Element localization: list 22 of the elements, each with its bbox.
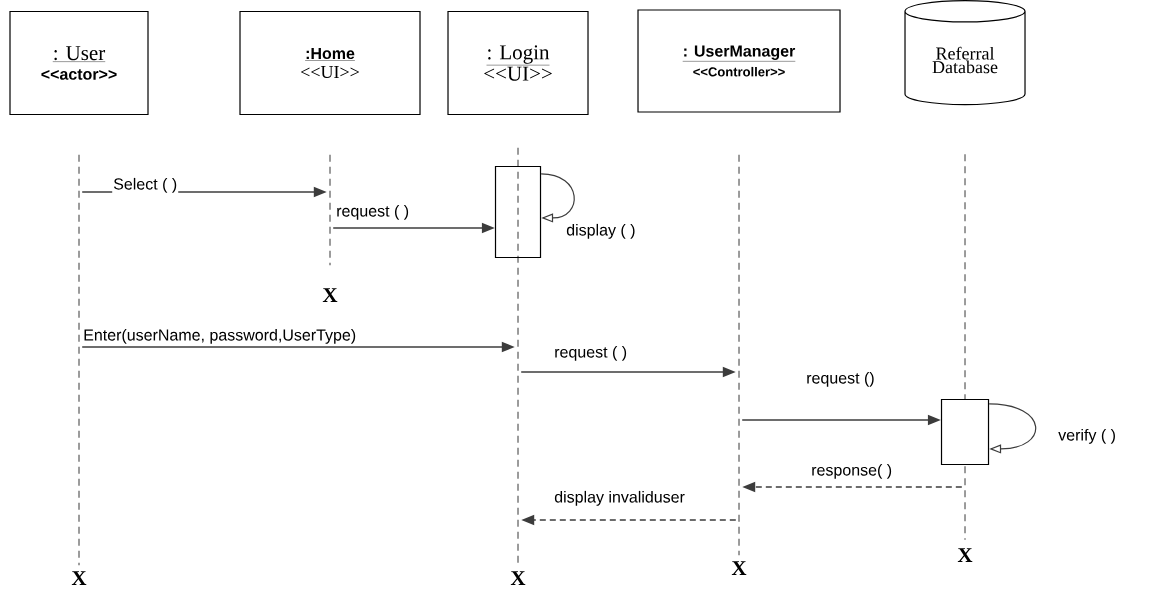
destruction-mark: X: [322, 288, 338, 302]
object-box: : UserManager <<Controller>>: [637, 9, 841, 113]
self-message-arrow: [988, 403, 1037, 454]
message-label: request ( ): [335, 203, 411, 221]
message-label: Enter(userName, password,UserType): [82, 327, 358, 345]
message-label: request (): [805, 370, 876, 388]
lifeline: [738, 154, 740, 556]
database-cylinder: Referral Database: [904, 0, 1026, 106]
lifeline: [329, 154, 331, 266]
message-label: response( ): [810, 462, 894, 480]
self-message-arrow: [540, 173, 575, 223]
message-label: verify ( ): [1057, 427, 1117, 445]
object-box: : User <<actor>>: [9, 10, 149, 116]
object-box: :Home <<UI>>: [239, 10, 421, 116]
message-label: display ( ): [565, 222, 637, 240]
object-box: : Login <<UI>>: [447, 10, 589, 116]
message-label: Select ( ): [112, 176, 179, 194]
lifeline: [78, 154, 80, 566]
activation-bar: [940, 398, 990, 466]
activation-bar: [494, 165, 542, 259]
message-label: display invaliduser: [553, 489, 686, 507]
message-label: request ( ): [553, 344, 629, 362]
